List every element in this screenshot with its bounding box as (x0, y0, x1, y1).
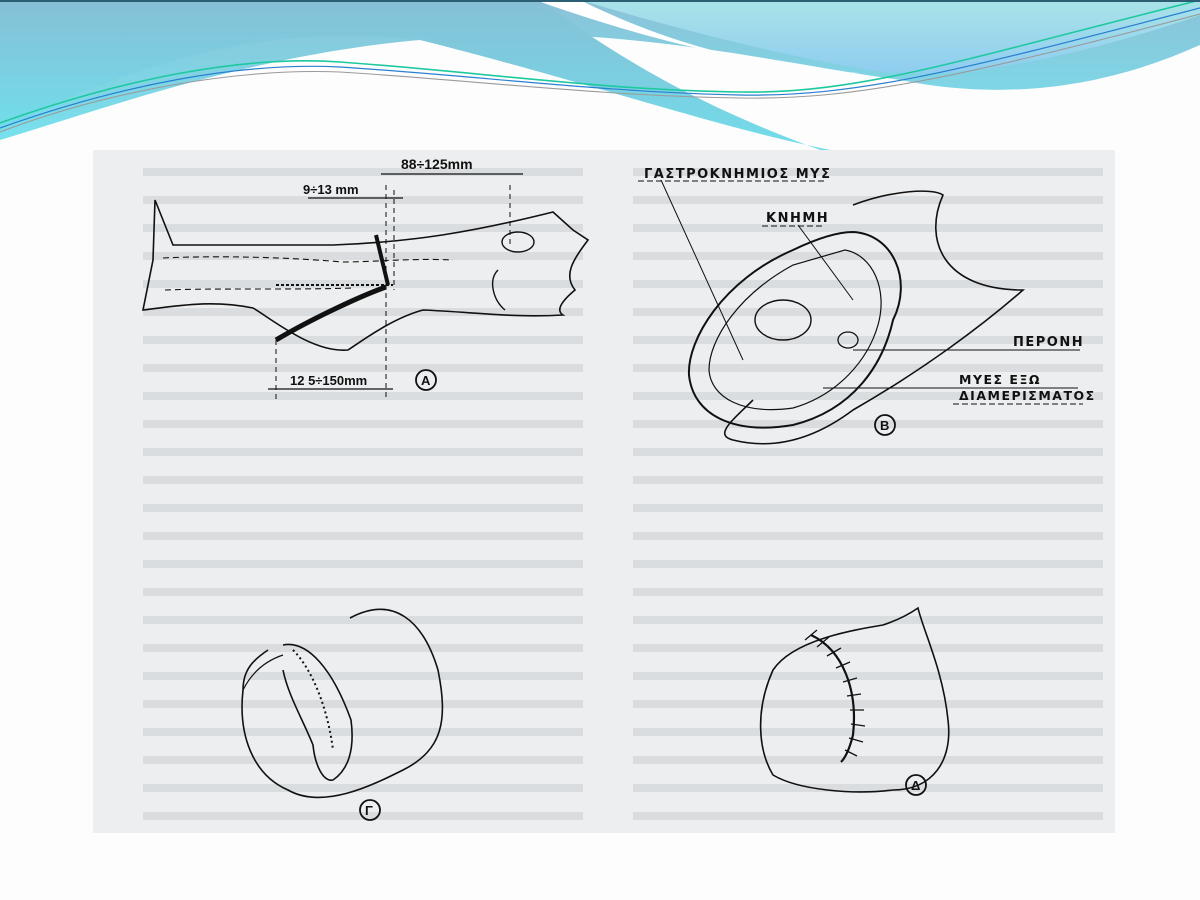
leader-gastrocnemius (660, 179, 744, 361)
panel-letter-g: Γ (365, 803, 373, 818)
incision-curve (274, 284, 387, 343)
background-text-right (633, 168, 1103, 820)
dim-label-88-125: 88÷125mm (401, 156, 473, 172)
panel-a-drawing (141, 173, 590, 400)
cross-section-inner (708, 249, 882, 411)
suture-line-d (810, 634, 855, 763)
label-tibia: ΚΝΗΜΗ (766, 211, 829, 226)
knee-condyle (501, 231, 535, 253)
dim-label-9-13: 9÷13 mm (303, 182, 359, 197)
panel-g-drawing (241, 608, 444, 821)
wave-white-swoop (535, 0, 860, 73)
panel-g-circle (359, 799, 381, 821)
panel-b-drawing (638, 179, 1083, 445)
panel-letter-b: B (880, 418, 889, 433)
label-muscles-line1: ΜΥΕΣ ΕΞΩ (959, 372, 1041, 387)
wave-line-green (0, 0, 1200, 124)
wave-line-gray (0, 13, 1200, 133)
panel-d-circle (905, 774, 927, 796)
stump-outline (724, 190, 1026, 445)
panel-letter-a: A (421, 373, 431, 388)
wave-line-blue (0, 7, 1200, 129)
knee-curve (491, 269, 506, 311)
panel-d-drawing (759, 606, 950, 796)
label-fibula: ΠΕΡΟΝΗ (1013, 335, 1084, 350)
panel-letter-d: Δ (911, 778, 920, 793)
bone-outline-lower (164, 287, 354, 291)
panel-a-circle (415, 369, 437, 391)
stump-d-outline (759, 606, 950, 793)
header-wave-decoration (0, 0, 1200, 150)
label-gastrocnemius: ΓΑΣΤΡΟΚΝΗΜΙΟΣ ΜΥΣ (644, 167, 831, 182)
cross-section-outer (687, 230, 902, 429)
scanned-figure: 88÷125mm 9÷13 mm 12 5÷150mm A (93, 150, 1115, 833)
leg-outline (141, 199, 590, 351)
wave-band-right (580, 0, 1200, 74)
suture-stitches-d (804, 629, 866, 757)
bone-outline (162, 256, 454, 263)
background-text-left (143, 168, 583, 820)
panel-b-circle (874, 414, 896, 436)
label-muscles-line2: ΔΙΑΜΕΡΙΣΜΑΤΟΣ (959, 388, 1096, 403)
fibula-section (837, 331, 859, 349)
flap-g-edge (242, 654, 284, 691)
tibia-section (754, 299, 812, 341)
flap-g-outline (282, 643, 353, 781)
suture-line-g (292, 649, 334, 751)
dim-label-125-150: 12 5÷150mm (290, 373, 367, 388)
leader-tibia (797, 224, 854, 301)
stump-g-outline (241, 608, 444, 799)
